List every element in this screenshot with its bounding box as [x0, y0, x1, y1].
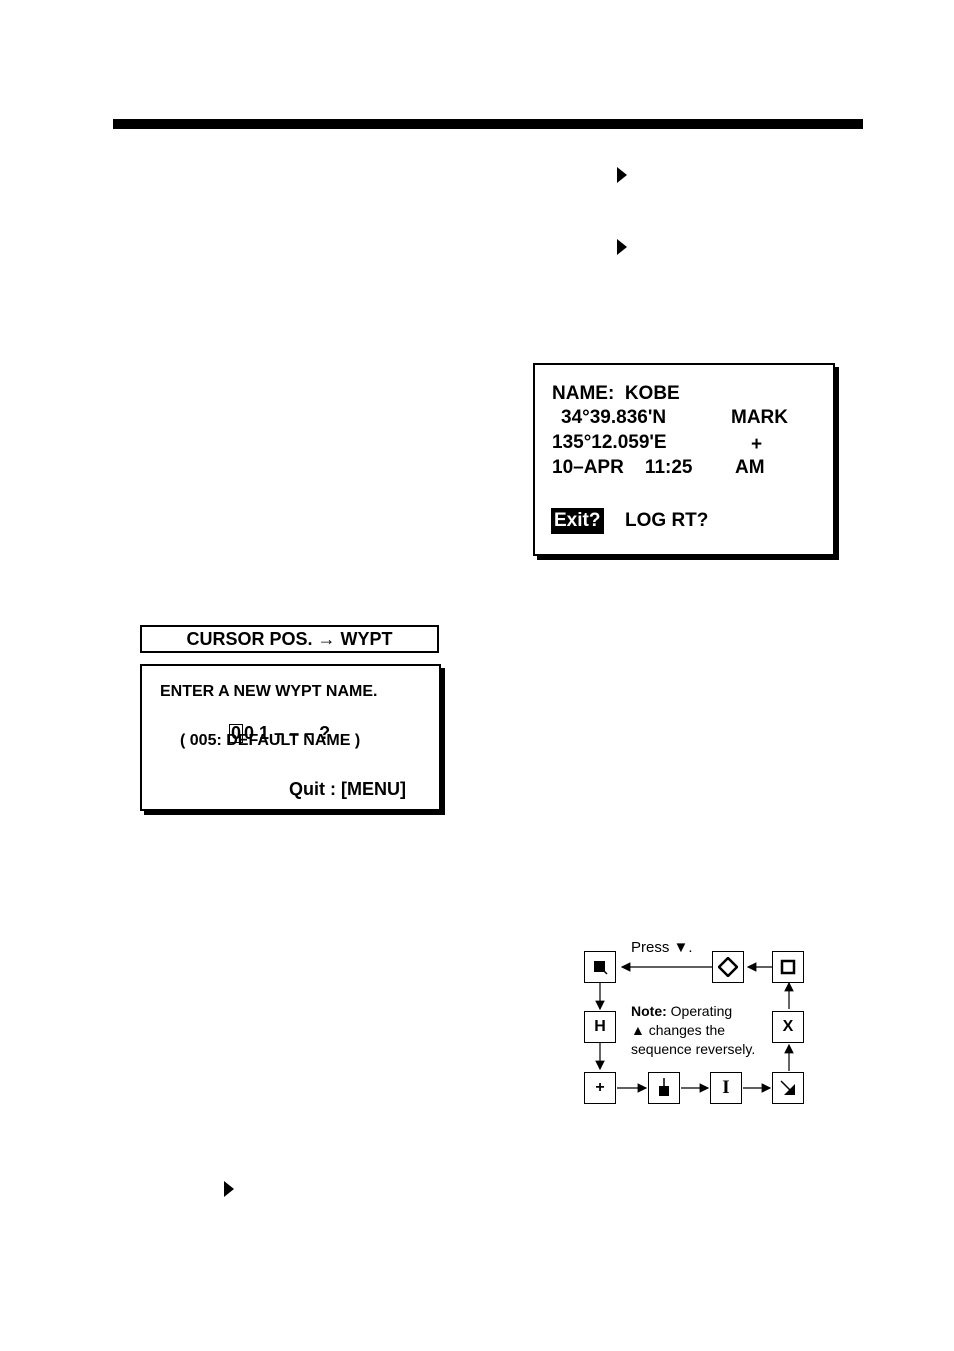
- diamond-mark-icon: [712, 951, 744, 983]
- log-rt-option[interactable]: LOG RT?: [625, 510, 709, 531]
- am-pm: AM: [735, 457, 765, 478]
- top-rule: [113, 119, 863, 129]
- latitude: 34°39.836'N: [561, 407, 667, 428]
- quit-hint: Quit : [MENU]: [289, 779, 406, 799]
- mark-label: MARK: [731, 407, 788, 428]
- note-line-3: sequence reversely.: [631, 1041, 756, 1057]
- input-value: 0 1 – – – ?: [244, 723, 331, 743]
- i-mark-icon: I: [710, 1072, 742, 1104]
- flag-mark-icon: [648, 1072, 680, 1104]
- input-cursor: 0: [229, 723, 244, 743]
- diagonal-arrow-mark-icon: [772, 1072, 804, 1104]
- diagram-connectors: [595, 962, 794, 1093]
- note-line-1: Operating: [666, 1003, 733, 1019]
- filled-square-mark-icon: [584, 951, 616, 983]
- open-square-mark-icon: [772, 951, 804, 983]
- date-time: 10–APR 11:25: [552, 457, 693, 478]
- exit-option[interactable]: Exit?: [551, 508, 605, 534]
- default-name-text: ( 005: DEFAULT NAME ): [180, 732, 361, 749]
- prompt-text: ENTER A NEW WYPT NAME.: [160, 683, 378, 700]
- note-line-2: ▲ changes the: [631, 1022, 726, 1038]
- x-mark-icon: X: [772, 1011, 804, 1043]
- waypoint-name: NAME: KOBE: [552, 383, 680, 404]
- waypoint-display: NAME: KOBE 34°39.836'N MARK 135°12.059'E…: [533, 363, 835, 556]
- h-mark-icon: H: [584, 1011, 616, 1043]
- plus-mark-icon: +: [584, 1072, 616, 1104]
- note-label: Note:: [631, 1003, 667, 1019]
- step-arrow-icon: [224, 1181, 234, 1197]
- longitude: 135°12.059'E: [552, 432, 667, 453]
- mark-symbol: +: [751, 434, 763, 455]
- cursor-pos-header: CURSOR POS. → WYPT: [140, 625, 439, 653]
- step-arrow-icon: [617, 239, 627, 255]
- operating-note: Note: Operating ▲ changes the sequence r…: [631, 1002, 781, 1059]
- mark-sequence-diagram: Press ▼. H X + I Note: Operating ▲ chang…: [570, 935, 820, 1105]
- press-down-label: Press ▼.: [631, 939, 693, 956]
- step-arrow-icon: [617, 167, 627, 183]
